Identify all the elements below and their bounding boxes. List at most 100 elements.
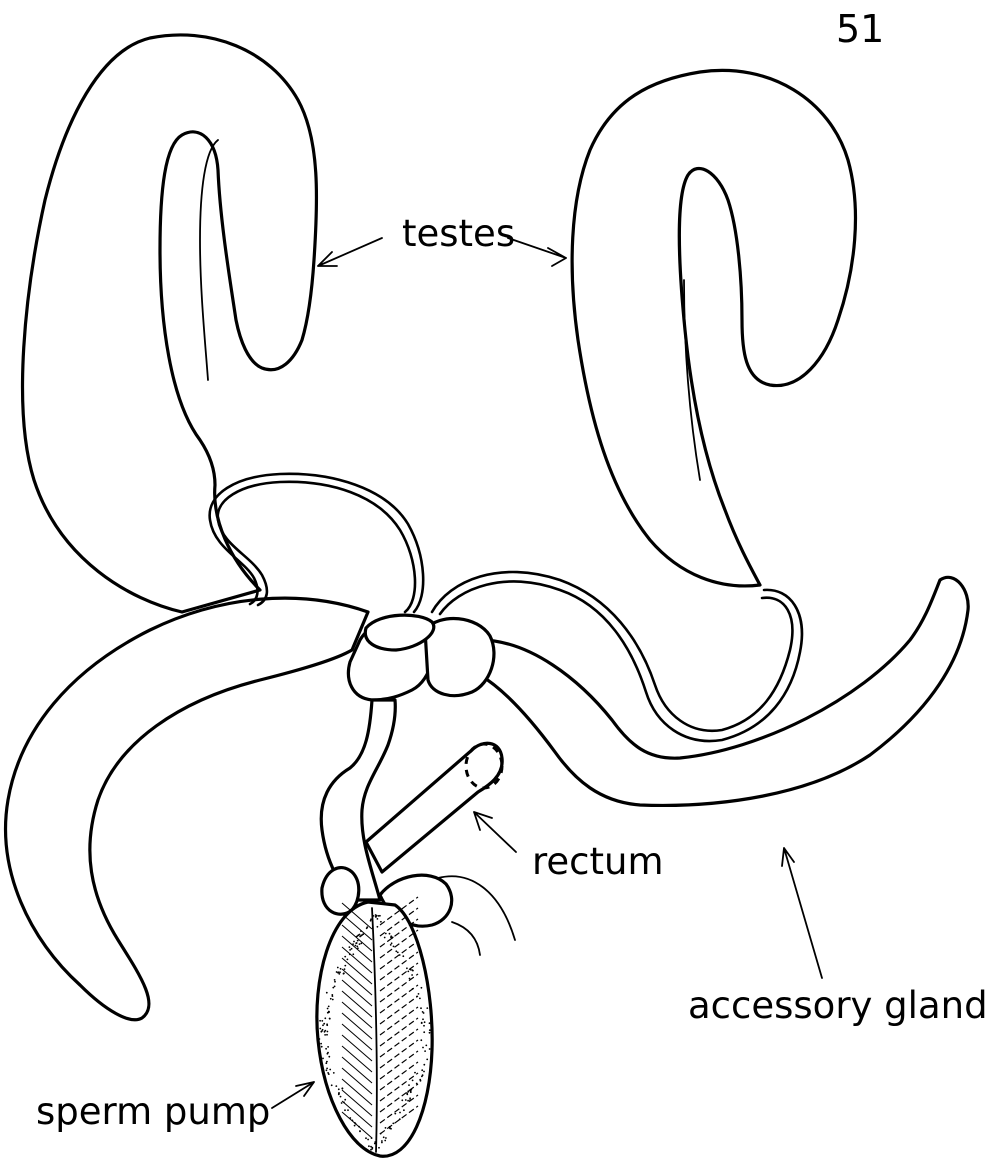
stipple-dot: [352, 1120, 354, 1122]
stipple-dot: [390, 944, 392, 946]
stipple-dot: [374, 1143, 376, 1145]
stipple-dot: [424, 1021, 426, 1023]
stipple-dot: [344, 965, 346, 967]
stipple-dot: [349, 1117, 351, 1119]
stipple-dot: [421, 987, 423, 989]
stipple-dot: [328, 1006, 330, 1008]
stipple-dot: [410, 969, 412, 971]
stipple-dot: [423, 1012, 425, 1014]
stipple-dot: [418, 993, 420, 995]
page-number: 51: [836, 7, 884, 51]
stipple-dot: [373, 915, 375, 917]
stipple-dot: [421, 1022, 423, 1024]
stipple-dot: [407, 1100, 409, 1102]
stipple-dot: [329, 1069, 331, 1071]
stipple-dot: [324, 1017, 326, 1019]
stipple-dot: [414, 1072, 416, 1074]
stipple-dot: [424, 1050, 426, 1052]
stipple-dot: [426, 1007, 428, 1009]
stipple-dot: [359, 936, 361, 938]
stipple-dot: [392, 1123, 394, 1125]
stipple-dot: [333, 1072, 335, 1074]
stipple-dot: [320, 1043, 322, 1045]
stipple-dot: [341, 1088, 343, 1090]
stipple-dot: [371, 1137, 373, 1139]
stipple-dot: [421, 1069, 423, 1071]
stipple-dot: [410, 1091, 412, 1093]
stipple-dot: [389, 933, 391, 935]
stipple-dot: [343, 1101, 345, 1103]
stipple-dot: [341, 1102, 343, 1104]
stipple-dot: [390, 1128, 392, 1130]
stipple-dot: [322, 1029, 324, 1031]
stipple-dot: [334, 981, 336, 983]
stipple-dot: [353, 941, 355, 943]
stipple-dot: [426, 1059, 428, 1061]
stipple-dot: [322, 1058, 324, 1060]
stipple-dot: [420, 1039, 422, 1041]
stipple-dot: [343, 973, 345, 975]
stipple-dot: [344, 1099, 346, 1101]
stipple-dot: [423, 1031, 425, 1033]
stipple-dot: [329, 1018, 331, 1020]
stipple-dot: [347, 959, 349, 961]
stipple-dot: [423, 1064, 425, 1066]
left-testis-inner-fold: [200, 140, 218, 380]
stipple-dot: [419, 998, 421, 1000]
stipple-dot: [391, 937, 393, 939]
stipple-dot: [352, 943, 354, 945]
stipple-dot: [326, 1061, 328, 1063]
stipple-dot: [429, 1048, 431, 1050]
stipple-dot: [377, 918, 379, 920]
stipple-dot: [358, 1126, 360, 1128]
stipple-dot: [328, 1056, 330, 1058]
stipple-dot: [326, 992, 328, 994]
stipple-dot: [356, 936, 358, 938]
stipple-dot: [429, 1032, 431, 1034]
stipple-dot: [334, 979, 336, 981]
stipple-dot: [325, 1048, 327, 1050]
stipple-dot: [429, 1022, 431, 1024]
stipple-dot: [321, 1046, 323, 1048]
stipple-dot: [357, 947, 359, 949]
stipple-dot: [331, 994, 333, 996]
right-testis: [572, 70, 855, 586]
stipple-dot: [407, 971, 409, 973]
stipple-dot: [359, 1131, 361, 1133]
stipple-dot: [402, 955, 404, 957]
stipple-dot: [321, 1020, 323, 1022]
stipple-dot: [355, 1123, 357, 1125]
stipple-dot: [411, 974, 413, 976]
stipple-dot: [344, 956, 346, 958]
stipple-dot: [399, 1118, 401, 1120]
stipple-dot: [322, 1024, 324, 1026]
stipple-dot: [352, 953, 354, 955]
stipple-dot: [319, 1028, 321, 1030]
stipple-dot: [326, 1069, 328, 1071]
stipple-dot: [389, 1126, 391, 1128]
testes-arrow-left: [318, 238, 382, 266]
sperm-pump: [317, 902, 432, 1156]
stipple-dot: [355, 942, 357, 944]
stipple-dot: [395, 950, 397, 952]
stipple-dot: [359, 943, 361, 945]
stipple-dot: [393, 946, 395, 948]
stipple-dot: [409, 1099, 411, 1101]
stipple-dot: [360, 943, 362, 945]
seminal-vesicle-right: [425, 619, 494, 696]
sperm-pump-arrow: [272, 1082, 314, 1108]
stipple-dot: [423, 1025, 425, 1027]
stipple-dot: [429, 1029, 431, 1031]
stipple-dot: [385, 933, 387, 935]
stipple-dot: [332, 999, 334, 1001]
stipple-dot: [324, 1034, 326, 1036]
stipple-dot: [409, 1097, 411, 1099]
stipple-dot: [354, 1125, 356, 1127]
stipple-dot: [327, 1053, 329, 1055]
stipple-dot: [340, 968, 342, 970]
stipple-dot: [391, 942, 393, 944]
stipple-dot: [412, 970, 414, 972]
testes-label: testes: [402, 212, 515, 255]
sperm-pump-label: sperm pump: [36, 1090, 270, 1133]
